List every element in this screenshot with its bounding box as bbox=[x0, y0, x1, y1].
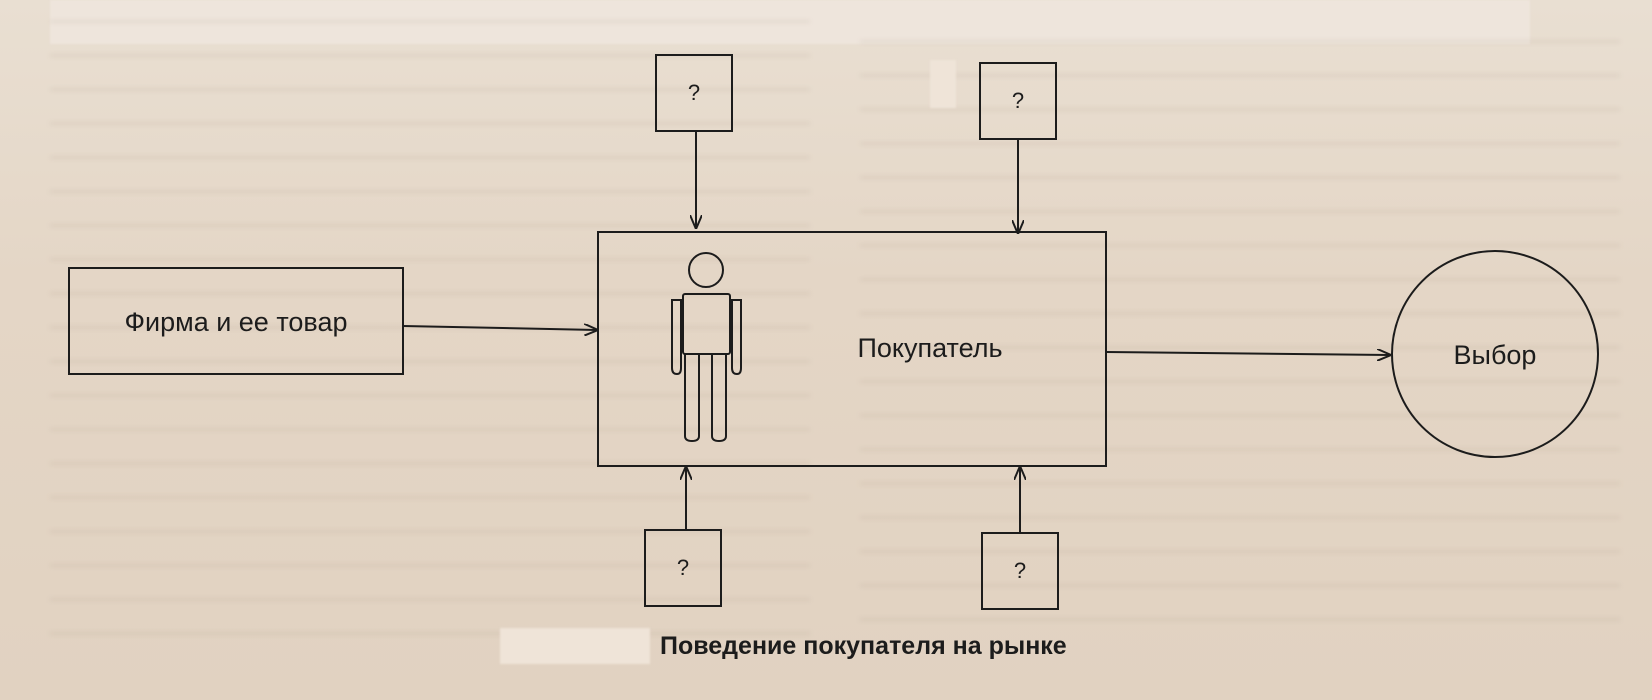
buyer-label: Покупатель bbox=[857, 333, 1002, 363]
arrow-buyer-to-choice bbox=[1105, 352, 1390, 355]
firm-box: Фирма и ее товар bbox=[68, 267, 404, 375]
person-icon bbox=[671, 252, 742, 443]
choice-label: Выбор bbox=[1454, 340, 1537, 370]
arrow-firm-to-buyer bbox=[402, 326, 597, 330]
scan-patch-top bbox=[930, 60, 956, 108]
choice-circle: Выбор bbox=[1391, 250, 1599, 458]
factor-box-top-right: ? bbox=[979, 62, 1057, 140]
factor-bottom-right-label: ? bbox=[1014, 558, 1026, 583]
buyer-box: Покупатель bbox=[597, 231, 1107, 467]
figure-caption: Поведение покупателя на рынке bbox=[660, 632, 1067, 660]
firm-label: Фирма и ее товар bbox=[125, 307, 348, 337]
factor-box-bottom-right: ? bbox=[981, 532, 1059, 610]
factor-top-right-label: ? bbox=[1012, 88, 1024, 113]
top-scan-band bbox=[50, 0, 1530, 44]
factor-top-left-label: ? bbox=[688, 80, 700, 105]
factor-bottom-left-label: ? bbox=[677, 555, 689, 580]
bleed-through-right bbox=[860, 40, 1620, 650]
factor-box-top-left: ? bbox=[655, 54, 733, 132]
scan-patch-bottom bbox=[500, 628, 650, 664]
factor-box-bottom-left: ? bbox=[644, 529, 722, 607]
